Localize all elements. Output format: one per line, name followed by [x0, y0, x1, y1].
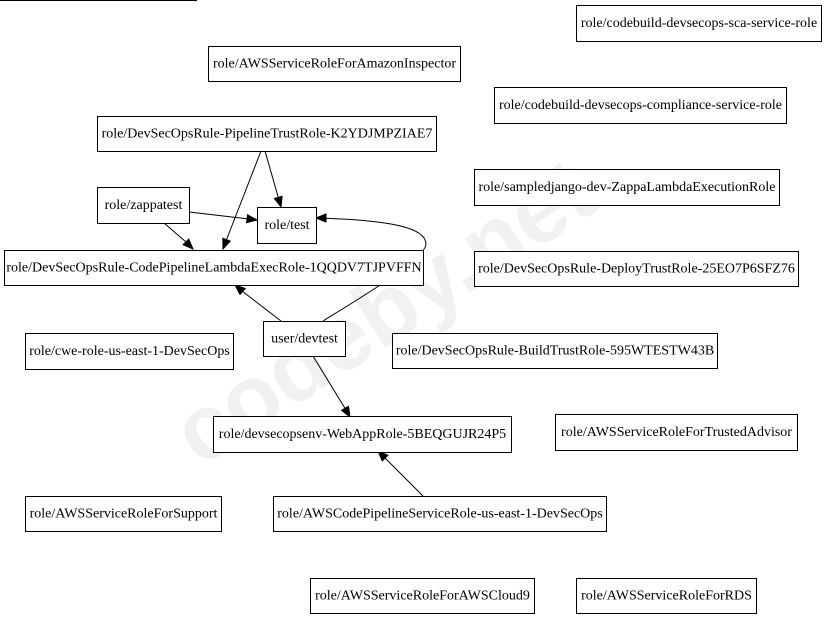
edge-devtest-to-webapp — [312, 355, 351, 419]
node-box[interactable] — [4, 250, 424, 286]
node-codepipeline_lambda[interactable]: role/DevSecOpsRule-CodePipelineLambdaExe… — [4, 250, 424, 286]
node-box[interactable] — [392, 333, 718, 369]
node-cwe_role[interactable]: role/cwe-role-us-east-1-DevSecOps — [25, 333, 234, 370]
node-label: role/AWSServiceRoleForSupport — [30, 507, 218, 522]
node-label: role/codebuild-devsecops-sca-service-rol… — [581, 16, 817, 31]
arrowhead-icon — [314, 213, 327, 223]
node-codepipeline_service[interactable]: role/AWSCodePipelineServiceRole-us-east-… — [273, 496, 607, 532]
node-test[interactable]: role/test — [257, 207, 317, 244]
node-label: role/DevSecOpsRule-DeployTrustRole-25EO7… — [478, 262, 795, 277]
node-devtest[interactable]: user/devtest — [263, 321, 346, 357]
arrowhead-icon — [245, 213, 259, 224]
node-box[interactable] — [208, 46, 461, 82]
arrowhead-icon — [340, 405, 351, 419]
edge-line — [163, 222, 187, 243]
edge-line — [315, 217, 427, 322]
node-codebuild_sca[interactable]: role/codebuild-devsecops-sca-service-rol… — [576, 5, 822, 42]
node-box[interactable] — [310, 578, 535, 614]
node-aws_inspector[interactable]: role/AWSServiceRoleForAmazonInspector — [208, 46, 461, 82]
node-cloud9[interactable]: role/AWSServiceRoleForAWSCloud9 — [310, 578, 535, 614]
edge-pipeline_trust-to-codepipeline_lambda — [222, 150, 262, 251]
edge-line — [241, 290, 282, 322]
node-box[interactable] — [263, 321, 346, 357]
node-sampledjango[interactable]: role/sampledjango-dev-ZappaLambdaExecuti… — [474, 169, 780, 206]
node-box[interactable] — [97, 187, 190, 224]
node-rds[interactable]: role/AWSServiceRoleForRDS — [576, 578, 757, 614]
node-box[interactable] — [555, 414, 798, 451]
node-label: role/AWSServiceRoleForRDS — [581, 589, 752, 604]
node-label: role/AWSCodePipelineServiceRole-us-east-… — [277, 507, 602, 522]
node-box[interactable] — [25, 496, 222, 532]
arrowhead-icon — [233, 284, 247, 296]
node-label: role/codebuild-devsecops-compliance-serv… — [499, 98, 782, 113]
node-label: role/devsecopsenv-WebAppRole-5BEQGUJR24P… — [219, 427, 506, 442]
node-trusted_advisor[interactable]: role/AWSServiceRoleForTrustedAdvisor — [555, 414, 798, 451]
edge-line — [225, 150, 262, 242]
node-label: role/DevSecOpsRule-PipelineTrustRole-K2Y… — [102, 127, 433, 142]
node-box[interactable] — [213, 416, 512, 453]
node-box[interactable] — [257, 207, 317, 244]
node-label: role/AWSServiceRoleForTrustedAdvisor — [561, 425, 792, 440]
node-box[interactable] — [576, 5, 822, 42]
node-deploy_trust[interactable]: role/DevSecOpsRule-DeployTrustRole-25EO7… — [474, 251, 799, 287]
edge-devtest-to-test — [314, 213, 427, 322]
node-label: role/cwe-role-us-east-1-DevSecOps — [29, 344, 230, 359]
edges-layer — [163, 150, 427, 497]
node-box[interactable] — [474, 251, 799, 287]
node-label: role/AWSServiceRoleForAWSCloud9 — [315, 589, 530, 604]
arrowhead-icon — [377, 450, 389, 462]
node-label: role/test — [264, 218, 309, 233]
node-label: role/DevSecOpsRule-CodePipelineLambdaExe… — [6, 261, 421, 276]
arrowhead-icon — [273, 195, 283, 209]
edge-line — [264, 150, 280, 201]
node-label: role/zappatest — [105, 198, 183, 213]
node-box[interactable] — [97, 116, 437, 152]
node-codebuild_compliance[interactable]: role/codebuild-devsecops-compliance-serv… — [494, 87, 787, 124]
edge-zappatest-to-test — [188, 211, 259, 224]
node-box[interactable] — [25, 333, 234, 370]
node-label: user/devtest — [271, 332, 338, 347]
arrowhead-icon — [182, 238, 194, 250]
node-label: role/sampledjango-dev-ZappaLambdaExecuti… — [478, 180, 775, 195]
edge-devtest-to-codepipeline_lambda — [233, 284, 282, 322]
node-support[interactable]: role/AWSServiceRoleForSupport — [25, 496, 222, 532]
node-label: role/AWSServiceRoleForAmazonInspector — [213, 57, 456, 72]
edge-pipeline_trust-to-test — [264, 150, 283, 209]
edge-line — [188, 211, 250, 220]
node-build_trust[interactable]: role/DevSecOpsRule-BuildTrustRole-595WTE… — [392, 333, 718, 369]
arrowhead-icon — [222, 237, 232, 251]
node-pipeline_trust[interactable]: role/DevSecOpsRule-PipelineTrustRole-K2Y… — [97, 116, 437, 152]
node-box[interactable] — [494, 87, 787, 124]
edge-line — [384, 457, 424, 497]
edge-codepipeline_service-to-webapp — [377, 450, 424, 497]
node-webapp[interactable]: role/devsecopsenv-WebAppRole-5BEQGUJR24P… — [213, 416, 512, 453]
node-zappatest[interactable]: role/zappatest — [97, 187, 190, 224]
node-box[interactable] — [273, 496, 607, 532]
nodes-layer: role/codebuild-devsecops-sca-service-rol… — [4, 5, 822, 614]
node-box[interactable] — [576, 578, 757, 614]
node-box[interactable] — [474, 169, 780, 206]
node-label: role/DevSecOpsRule-BuildTrustRole-595WTE… — [396, 344, 714, 359]
edge-zappatest-to-codepipeline_lambda — [163, 222, 194, 250]
edge-line — [312, 355, 347, 411]
